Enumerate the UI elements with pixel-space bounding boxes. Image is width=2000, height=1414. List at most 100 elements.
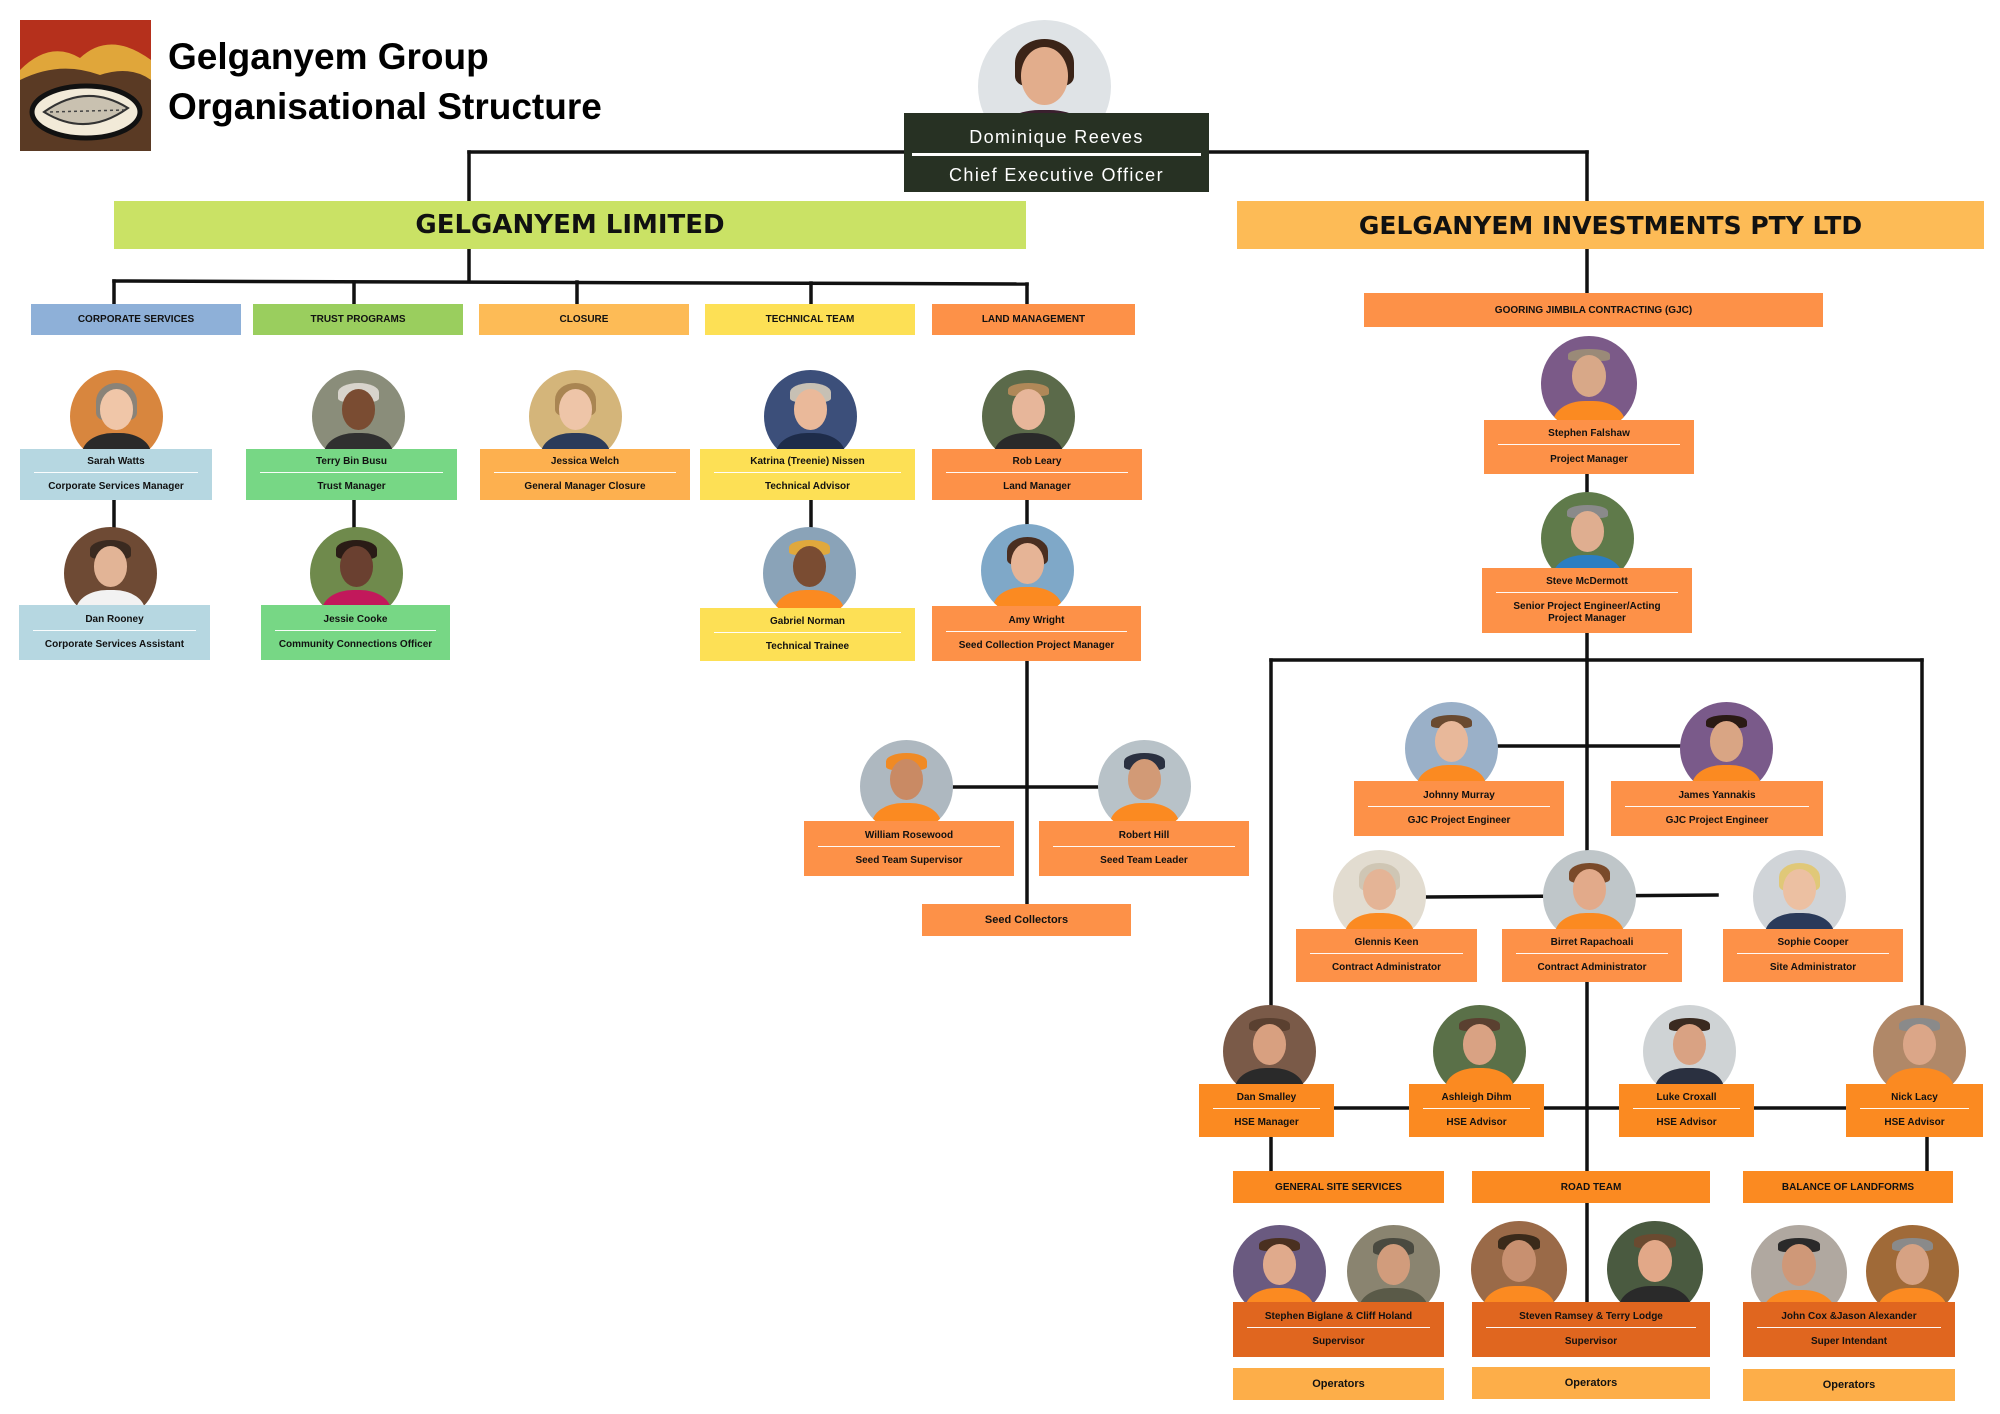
ceo-name: Dominique Reeves	[912, 113, 1201, 156]
role-jessie-cooke: Community Connections Officer	[278, 639, 433, 651]
dept-general-site-services: GENERAL SITE SERVICES	[1233, 1171, 1444, 1203]
role-terry-bin-busu: Trust Manager	[317, 480, 386, 492]
photo-ashleigh-dihm	[1433, 1005, 1526, 1098]
photo-stephen-falshaw	[1541, 336, 1637, 432]
ceo-role: Chief Executive Officer	[949, 165, 1164, 185]
name-terry-bin-busu: Terry Bin Busu	[260, 456, 443, 474]
name-steve-mcdermott: Steve McDermott	[1496, 576, 1678, 593]
role-sophie-cooper: Site Administrator	[1769, 962, 1857, 973]
name-stephen-falshaw: Stephen Falshaw	[1498, 428, 1680, 446]
role-dan-smalley: HSE Manager	[1234, 1117, 1299, 1128]
name-sarah-watts: Sarah Watts	[34, 456, 198, 474]
name-ashleigh-dihm: Ashleigh Dihm	[1423, 1092, 1530, 1109]
name-katrina-nissen: Katrina (Treenie) Nissen	[714, 456, 901, 474]
role-steve-mcdermott: Senior Project Engineer/Acting Project M…	[1513, 601, 1661, 624]
name-dan-smalley: Dan Smalley	[1213, 1092, 1320, 1109]
name-nick-lacy: Nick Lacy	[1860, 1092, 1969, 1109]
role-johnny-murray: GJC Project Engineer	[1407, 815, 1511, 827]
photo-sophie-cooper	[1753, 850, 1846, 943]
operators-gss: Operators	[1233, 1368, 1444, 1400]
name-luke-croxall: Luke Croxall	[1633, 1092, 1740, 1109]
name-jessica-welch: Jessica Welch	[494, 456, 676, 474]
name-james-yannakis: James Yannakis	[1625, 790, 1809, 807]
dept-land-management: LAND MANAGEMENT	[932, 304, 1135, 335]
photo-amy-wright	[981, 524, 1074, 617]
role-nick-lacy: HSE Advisor	[1884, 1117, 1945, 1128]
gelganyem-investments-label: GELGANYEM INVESTMENTS PTY LTD	[1358, 210, 1863, 240]
dept-road-team: ROAD TEAM	[1472, 1171, 1710, 1203]
photo-gabriel-norman	[763, 527, 856, 620]
seed-collectors-box: Seed Collectors	[922, 904, 1131, 936]
name-johnny-murray: Johnny Murray	[1368, 790, 1550, 807]
name-dan-rooney: Dan Rooney	[33, 614, 196, 631]
role-glennis-keen: Contract Administrator	[1331, 962, 1442, 973]
photo-glennis-keen	[1333, 850, 1426, 943]
photo-birret-rapachoali	[1543, 850, 1636, 943]
role-rob-leary: Land Manager	[1003, 480, 1071, 492]
operators-road: Operators	[1472, 1367, 1710, 1399]
gelganyem-logo	[20, 20, 151, 151]
role-gabriel-norman: Technical Trainee	[765, 641, 850, 652]
gelganyem-limited-label: GELGANYEM LIMITED	[415, 210, 725, 240]
dept-closure: CLOSURE	[479, 304, 689, 335]
role-gss-supervisor: Supervisor	[1312, 1336, 1365, 1348]
photo-jessica-welch	[529, 370, 622, 463]
role-landforms-supervisor: Super Intendant	[1810, 1336, 1888, 1348]
role-road-supervisor: Supervisor	[1564, 1336, 1618, 1348]
role-birret-rapachoali: Contract Administrator	[1537, 962, 1647, 973]
name-sophie-cooper: Sophie Cooper	[1737, 937, 1889, 954]
name-gabriel-norman: Gabriel Norman	[714, 616, 901, 633]
role-jessica-welch: General Manager Closure	[524, 480, 646, 492]
ceo-box: Dominique Reeves Chief Executive Officer	[904, 113, 1209, 192]
photo-katrina-nissen	[764, 370, 857, 463]
role-ashleigh-dihm: HSE Advisor	[1446, 1117, 1507, 1128]
role-william-rosewood: Seed Team Supervisor	[855, 855, 963, 867]
photo-sarah-watts	[70, 370, 163, 463]
dept-technical-team: TECHNICAL TEAM	[705, 304, 915, 335]
photo-james-yannakis	[1680, 702, 1773, 795]
name-birret-rapachoali: Birret Rapachoali	[1516, 937, 1668, 954]
dept-corporate-services: CORPORATE SERVICES	[31, 304, 241, 335]
name-amy-wright: Amy Wright	[946, 615, 1127, 632]
gelganyem-investments-banner: GELGANYEM INVESTMENTS PTY LTD	[1237, 201, 1984, 249]
dept-balance-of-landforms: BALANCE OF LANDFORMS	[1743, 1171, 1953, 1203]
name-road-supervisor: Steven Ramsey & Terry Lodge	[1486, 1311, 1696, 1328]
name-jessie-cooke: Jessie Cooke	[275, 614, 436, 631]
title-line-1: Gelganyem Group	[168, 36, 489, 77]
photo-terry-lodge	[1607, 1221, 1703, 1317]
title-line-2: Organisational Structure	[168, 86, 602, 127]
gelganyem-limited-banner: GELGANYEM LIMITED	[114, 201, 1026, 249]
role-stephen-falshaw: Project Manager	[1550, 453, 1628, 465]
role-robert-hill: Seed Team Leader	[1100, 855, 1188, 867]
name-landforms-supervisor: John Cox &Jason Alexander	[1757, 1311, 1941, 1328]
dept-gjc: GOORING JIMBILA CONTRACTING (GJC)	[1364, 293, 1823, 327]
name-william-rosewood: William Rosewood	[818, 830, 1000, 847]
name-gss-supervisor: Stephen Biglane & Cliff Holand	[1247, 1311, 1430, 1328]
name-rob-leary: Rob Leary	[946, 456, 1128, 474]
role-katrina-nissen: Technical Advisor	[764, 480, 851, 492]
role-sarah-watts: Corporate Services Manager	[48, 480, 184, 492]
